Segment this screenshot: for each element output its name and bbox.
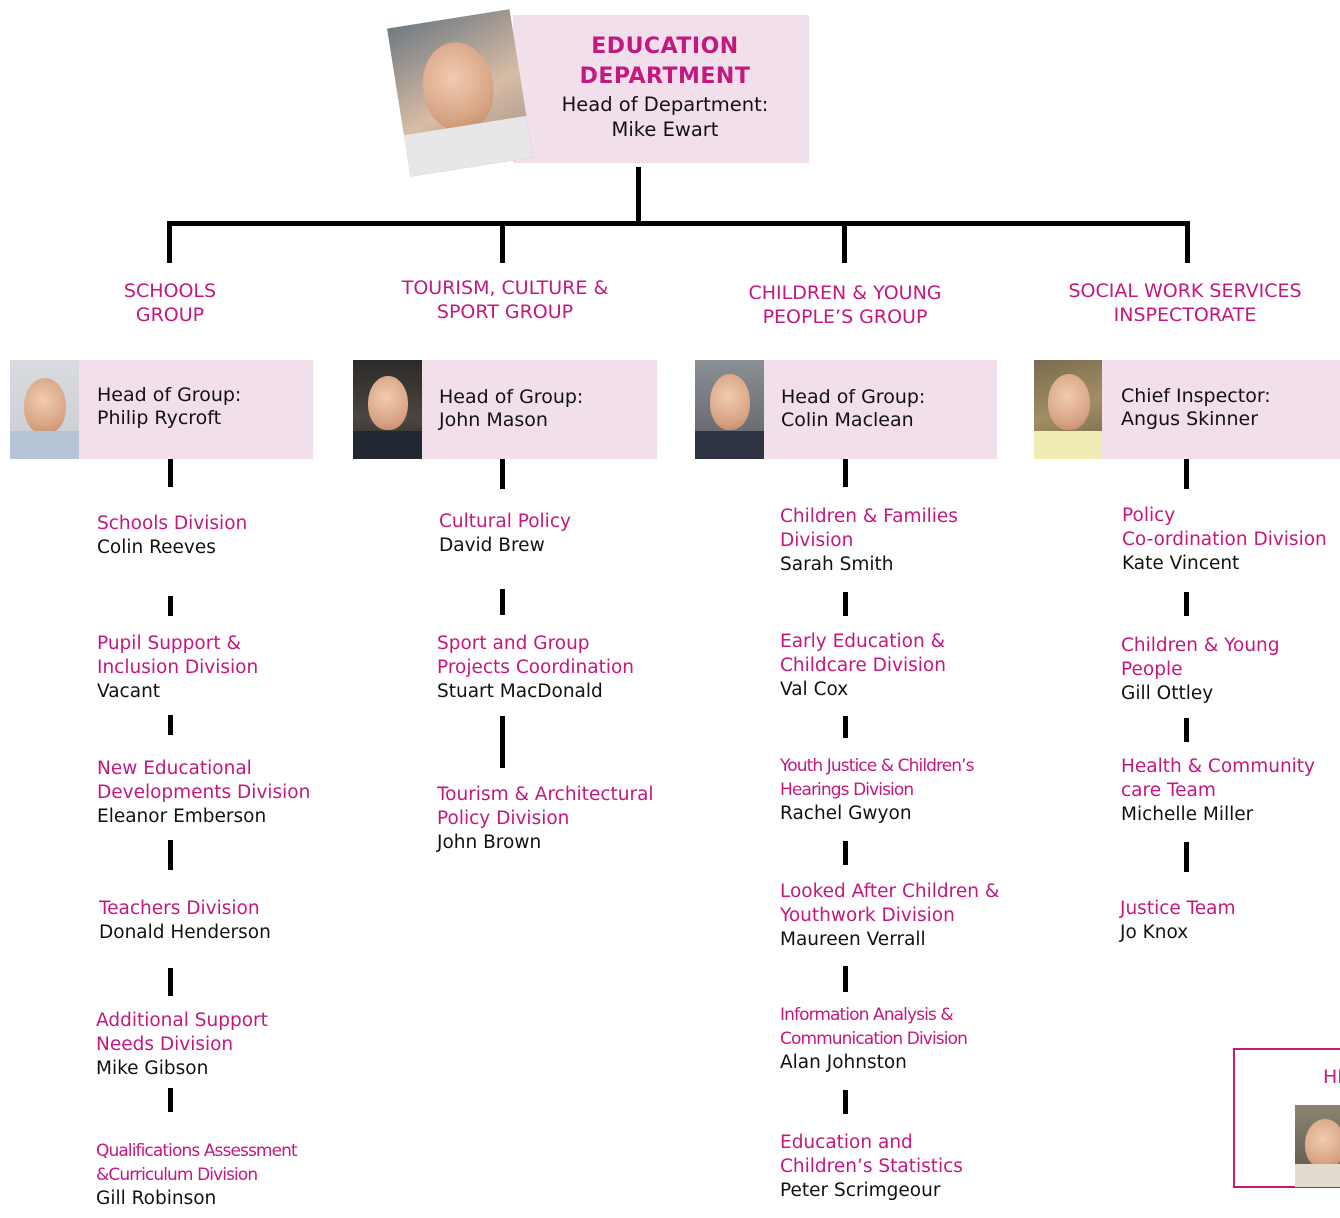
- group-title-tourism: TOURISM, CULTURE & SPORT GROUP: [401, 277, 609, 323]
- connector-drop-children: [842, 221, 847, 263]
- department-box: [513, 15, 809, 163]
- group-head-photo-schools: [10, 360, 79, 459]
- division-connector: [168, 840, 173, 870]
- division-children-young-people: Children & Young People Gill Ottley: [1121, 635, 1280, 704]
- division-connector: [1184, 459, 1189, 489]
- connector-horizontal: [167, 221, 1190, 226]
- group-head-text-children: Head of Group: Colin Maclean: [781, 386, 926, 431]
- division-qualifications: Qualifications Assessment &Curriculum Di…: [96, 1141, 298, 1209]
- division-looked-after: Looked After Children & Youthwork Divisi…: [780, 881, 1000, 950]
- division-youth-justice: Youth Justice & Children’s Hearings Divi…: [780, 756, 975, 824]
- division-connector: [843, 966, 848, 992]
- division-health-community: Health & Community care Team Michelle Mi…: [1121, 756, 1316, 825]
- connector-drop-tourism: [500, 221, 505, 263]
- group-head-photo-tourism: [353, 360, 422, 459]
- department-head-photo: [387, 9, 533, 177]
- division-additional-support: Additional Support Needs Division Mike G…: [96, 1010, 268, 1079]
- division-connector: [843, 841, 848, 865]
- connector-drop-inspectorate: [1185, 221, 1190, 263]
- group-head-photo-inspectorate: [1034, 360, 1102, 459]
- division-new-educational: New Educational Developments Division El…: [97, 758, 311, 827]
- division-connector: [1184, 842, 1189, 872]
- corner-box: HI: [1233, 1048, 1340, 1188]
- division-connector: [500, 459, 505, 489]
- division-justice-team: Justice Team Jo Knox: [1120, 898, 1236, 943]
- division-connector: [168, 459, 173, 487]
- division-policy-coordination: Policy Co-ordination Division Kate Vince…: [1122, 505, 1327, 574]
- division-connector: [500, 716, 505, 768]
- department-label: EDUCATION DEPARTMENT Head of Department:…: [530, 32, 800, 142]
- division-connector: [1184, 592, 1189, 616]
- corner-box-photo: [1295, 1105, 1340, 1187]
- division-connector: [168, 1088, 173, 1112]
- division-connector: [168, 968, 173, 996]
- corner-box-label: HI: [1323, 1066, 1340, 1088]
- division-information-analysis: Information Analysis & Communication Div…: [780, 1005, 968, 1073]
- group-head-text-schools: Head of Group: Philip Rycroft: [97, 384, 242, 429]
- department-head-name: Mike Ewart: [611, 118, 719, 141]
- division-connector: [843, 592, 848, 616]
- group-head-text-tourism: Head of Group: John Mason: [439, 386, 584, 431]
- connector-trunk: [636, 167, 641, 225]
- division-teachers: Teachers Division Donald Henderson: [99, 898, 271, 943]
- department-title-line1: EDUCATION: [591, 34, 739, 59]
- division-pupil-support: Pupil Support & Inclusion Division Vacan…: [97, 633, 259, 702]
- division-sport-group: Sport and Group Projects Coordination St…: [437, 633, 635, 702]
- group-head-photo-children: [695, 360, 764, 459]
- division-connector: [168, 715, 173, 735]
- group-title-schools: SCHOOLS GROUP: [123, 280, 217, 326]
- division-schools-division: Schools Division Colin Reeves: [97, 513, 248, 558]
- division-cultural-policy: Cultural Policy David Brew: [439, 511, 571, 556]
- division-tourism-architectural: Tourism & Architectural Policy Division …: [437, 784, 654, 853]
- group-title-inspectorate: SOCIAL WORK SERVICES INSPECTORATE: [1068, 280, 1302, 326]
- group-head-text-inspectorate: Chief Inspector: Angus Skinner: [1121, 385, 1271, 430]
- connector-drop-schools: [167, 221, 172, 263]
- division-early-education: Early Education & Childcare Division Val…: [780, 631, 946, 700]
- division-children-families: Children & Families Division Sarah Smith: [780, 506, 958, 575]
- department-role: Head of Department:: [561, 93, 769, 116]
- division-statistics: Education and Children’s Statistics Pete…: [780, 1132, 963, 1201]
- group-title-children: CHILDREN & YOUNG PEOPLE’S GROUP: [748, 282, 942, 328]
- division-connector: [168, 596, 173, 616]
- division-connector: [1184, 718, 1189, 742]
- division-connector: [843, 1090, 848, 1114]
- division-connector: [843, 459, 848, 487]
- division-connector: [843, 716, 848, 738]
- division-connector: [500, 589, 505, 615]
- department-title-line2: DEPARTMENT: [579, 64, 751, 89]
